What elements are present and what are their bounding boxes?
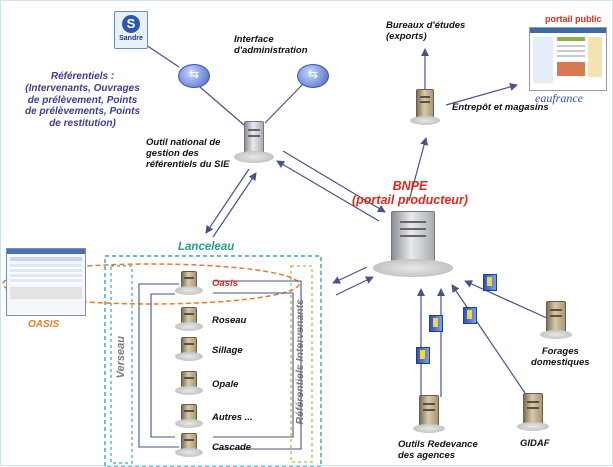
ref-bracket-inner [213, 292, 294, 438]
referentiels-label: Référentiels : (Intervenants, Ouvrages d… [25, 71, 141, 130]
oasis-server-icon [175, 271, 203, 295]
data-book-icon [429, 315, 443, 332]
bnpe-to-outil [276, 160, 380, 222]
sandre-logo-text: Sandre [119, 35, 143, 42]
portail-public-thumbnail [529, 27, 607, 91]
lanceleau-frame [104, 255, 322, 467]
outil-national-label: Outil national de gestion des référentie… [146, 137, 230, 171]
entrepot-server-icon [410, 89, 440, 125]
redevance-server-icon [413, 395, 445, 433]
oasis-highlight-ellipse [2, 263, 300, 305]
ref-intervenants-label: Référentiels Intervenants [294, 299, 306, 425]
app-label-cascade: Cascade [212, 442, 252, 453]
router2-link [264, 82, 305, 124]
verseau-frame [110, 265, 133, 464]
outil-national-server-icon [234, 121, 274, 163]
app-label-sillage: Sillage [212, 345, 243, 356]
cascade-server-icon [175, 433, 203, 457]
bnpe-to-entrepot [408, 137, 429, 202]
app-label-opale: Opale [212, 379, 239, 390]
roseau-server-icon [175, 307, 203, 331]
lanceleau-label: Lanceleau [178, 241, 235, 253]
app-label-roseau: Roseau [212, 315, 247, 326]
lanceleau-to-outil [212, 172, 257, 238]
autres-server-icon [175, 404, 203, 428]
outil-to-bnpe [282, 150, 386, 213]
gidaf-label: GIDAF [520, 438, 550, 449]
forages-label: Forages domestiques [531, 346, 590, 369]
interface-admin-label: Interface d'administration [234, 34, 308, 57]
portail-public-label: portail public [545, 14, 602, 24]
app-label-oasis: Oasis [212, 278, 238, 289]
bnpe-to-lanceleau [332, 266, 368, 284]
gidaf-server-icon [517, 393, 549, 431]
forages-server-icon [540, 301, 572, 339]
router1-link [192, 80, 245, 126]
opale-server-icon [175, 371, 203, 395]
eaufrance-logo: eaufrance [535, 91, 583, 105]
verseau-label: Verseau [115, 336, 127, 379]
data-book-icon [483, 274, 497, 291]
data-book-icon [416, 347, 430, 364]
verseau-bracket-outer [138, 283, 179, 448]
oasis-left-label: OASIS [28, 319, 60, 330]
bnpe-label: BNPE (portail producteur) [352, 179, 468, 208]
entrepot-to-eaufrance [445, 83, 518, 106]
app-label-autres: Autres ... [212, 412, 253, 423]
bnpe-server-icon [373, 211, 453, 277]
verseau-bracket-inner [150, 293, 175, 438]
bureaux-etudes-label: Bureaux d'études (exports) [386, 20, 466, 43]
sillage-server-icon [175, 337, 203, 361]
outils-redevance-label: Outils Redevance des agences [398, 439, 478, 462]
data-book-icon [463, 307, 477, 324]
oasis-screenshot-thumbnail [6, 248, 86, 316]
forages-to-bnpe [464, 280, 550, 320]
ref-bracket-outer [213, 280, 302, 450]
referentiels-router-icon [178, 64, 210, 88]
ref-intervenants-frame [290, 265, 313, 463]
outil-to-lanceleau [205, 168, 250, 234]
sandre-logo: S Sandre [114, 11, 148, 49]
interface-router-icon [297, 64, 329, 88]
gidaf-to-bnpe [451, 284, 526, 394]
lanceleau-to-bnpe [335, 276, 374, 296]
entrepot-label: Entrepôt et magasins [452, 102, 549, 113]
sandre-logo-mark: S [122, 15, 140, 33]
